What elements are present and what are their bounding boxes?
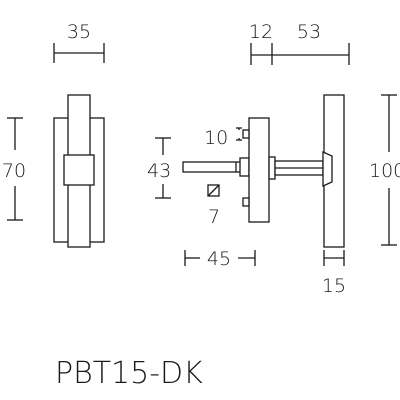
mounting-screw-bottom [242, 197, 250, 207]
spindle-height-label: 43 [147, 160, 171, 182]
dim-spindle-height: 43 [147, 137, 171, 199]
side-view [182, 94, 345, 248]
front-height-label: 70 [2, 160, 26, 182]
handle-height-label: 100 [369, 160, 400, 182]
dim-side-top: 12 53 [249, 21, 350, 65]
rosette-boss [268, 156, 276, 180]
mounting-screw-top [242, 129, 250, 139]
dim-spindle-length: 45 [184, 248, 256, 270]
side-rosette [248, 117, 270, 223]
dim-grip-diameter: 15 [322, 250, 346, 297]
front-width-label: 35 [67, 21, 91, 43]
spindle-length-label: 45 [207, 248, 231, 270]
spindle-spacing-label: 10 [204, 127, 228, 149]
dim-spindle-spacing: 10 [204, 127, 242, 149]
product-code: PBT15-DK [55, 356, 203, 391]
dim-spindle-square: 7 [207, 184, 220, 228]
front-hub-block [63, 154, 95, 186]
rosette-offset-label: 12 [249, 21, 273, 43]
grip-projection-label: 53 [297, 21, 321, 43]
dim-front-width: 35 [53, 21, 105, 63]
shank-to-grip-joint [322, 150, 333, 188]
front-view [53, 94, 105, 248]
spindle-square-label: 7 [208, 206, 220, 228]
spindle-collar [239, 157, 250, 177]
dim-front-height: 70 [2, 117, 26, 221]
grip-diameter-label: 15 [322, 275, 346, 297]
dim-handle-height: 100 [369, 94, 400, 246]
